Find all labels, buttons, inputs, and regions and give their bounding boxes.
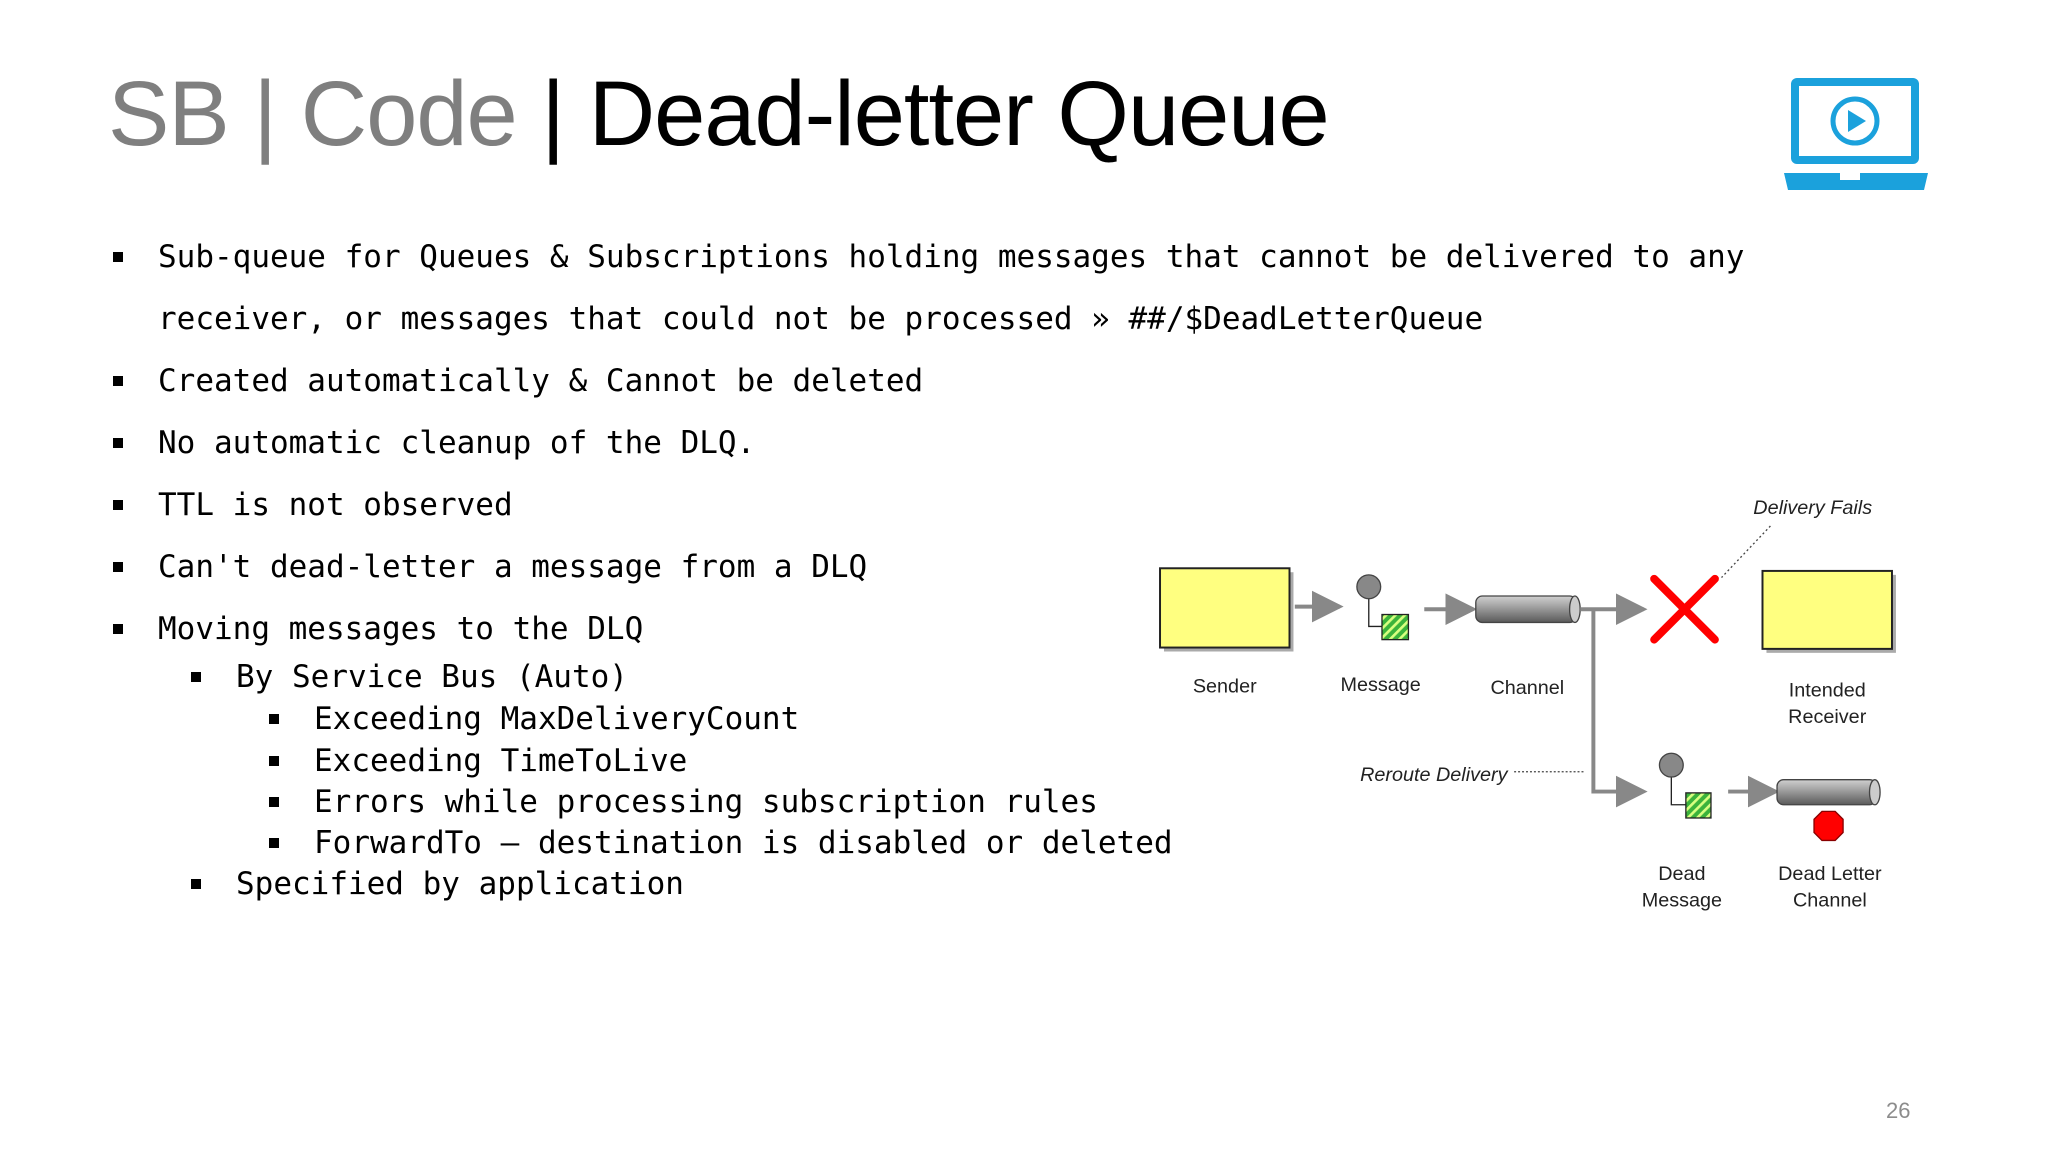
bullet-marker [113,500,123,510]
intended-receiver-label: Receiver [1788,706,1867,728]
channel-label: Channel [1490,677,1564,699]
bullet-text: Created automatically & Cannot be delete… [158,363,924,399]
sender-box [1159,567,1294,652]
title-part-topic: Dead-letter Queue [588,63,1330,165]
intended-receiver-box [1761,569,1896,653]
bullet-marker [191,879,201,889]
bullet-text: ForwardTo – destination is disabled or d… [314,825,1173,861]
delivery-fails-label: Delivery Fails [1753,497,1872,519]
title-separator: | [541,63,565,165]
bullet-text: Exceeding TimeToLive [314,743,688,779]
bullet-marker [269,756,279,766]
bullet-text: By Service Bus (Auto) [236,659,628,695]
message-icon [1356,574,1410,641]
bullet-text: Moving messages to the DLQ [158,611,644,647]
dead-message-icon [1658,752,1712,819]
delivery-fail-x-icon [1650,574,1719,644]
title-part-sb: SB [108,63,230,165]
page-number: 26 [1886,1098,1911,1123]
page-title: SB | Code | Dead-letter Queue [108,62,1330,167]
intended-receiver-label: Intended [1789,679,1866,701]
dead-letter-channel-icon [1776,779,1881,842]
bullet-text: TTL is not observed [158,487,513,523]
bullet-marker [191,672,201,682]
dead-letter-channel-label: Channel [1793,890,1867,912]
title-separator: | [253,63,277,165]
message-label: Message [1340,674,1420,696]
bullet-text: Errors while processing subscription rul… [314,784,1098,820]
bullet-text: Can't dead-letter a message from a DLQ [158,549,868,585]
dead-message-label: Dead [1658,863,1705,885]
bullet-marker [269,714,279,724]
bullet-marker [113,376,123,386]
bullet-text: receiver, or messages that could not be … [158,301,1484,337]
dead-letter-channel-diagram: Sender Message Channel Delivery Fails In… [1159,497,1896,912]
bullet-marker [113,252,123,262]
title-part-code: Code [300,63,518,165]
bullet-marker [269,797,279,807]
bullet-marker [113,562,123,572]
bullet-marker [113,438,123,448]
channel-icon [1475,595,1581,624]
bullet-text: Sub-queue for Queues & Subscriptions hol… [158,239,1745,275]
bullet-text: Exceeding MaxDeliveryCount [314,701,800,737]
dead-message-label: Message [1642,890,1722,912]
bullet-text: Specified by application [236,866,684,902]
bullet-marker [113,624,123,634]
reroute-delivery-label: Reroute Delivery [1360,764,1509,786]
laptop-play-icon [1784,78,1928,190]
sender-label: Sender [1193,675,1257,697]
dead-letter-channel-label: Dead Letter [1778,863,1882,885]
bullet-marker [269,838,279,848]
bullet-text: No automatic cleanup of the DLQ. [158,425,756,461]
